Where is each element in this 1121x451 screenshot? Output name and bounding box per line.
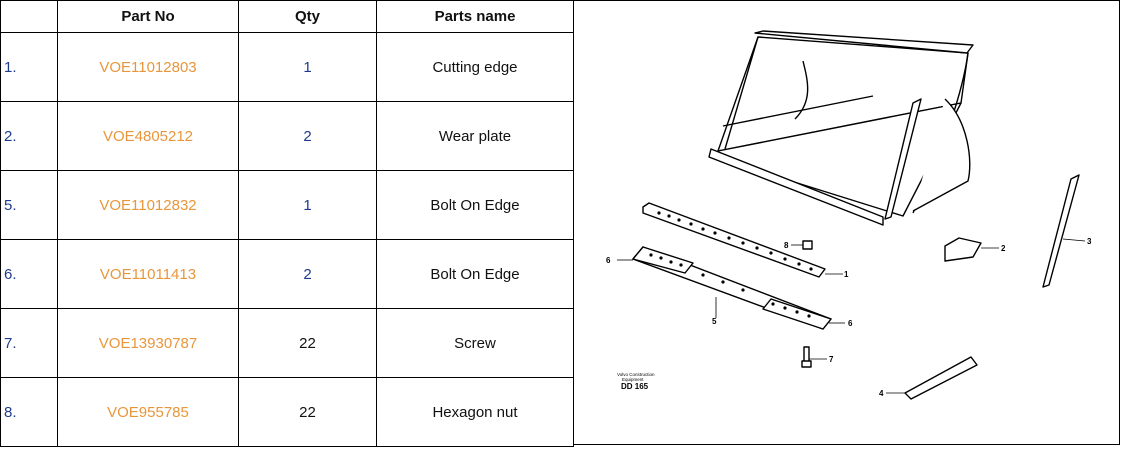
caption-code: DD 165 bbox=[621, 382, 649, 391]
caption-line-2: Equipment bbox=[622, 377, 644, 382]
header-part-no: Part No bbox=[57, 0, 239, 33]
row-index: 5. bbox=[0, 170, 58, 240]
row-index: 7. bbox=[0, 308, 58, 378]
part-number-link[interactable]: VOE955785 bbox=[57, 377, 239, 447]
header-qty: Qty bbox=[238, 0, 377, 33]
row-part-name: Bolt On Edge bbox=[376, 239, 574, 309]
side-wear-strip-illustration bbox=[904, 356, 978, 400]
table-row: 6. VOE11011413 2 Bolt On Edge bbox=[0, 239, 574, 309]
parts-table: Part No Qty Parts name 1. VOE11012803 1 … bbox=[0, 0, 574, 447]
table-row: 8. VOE955785 22 Hexagon nut bbox=[0, 377, 574, 447]
row-qty: 2 bbox=[238, 101, 377, 171]
row-part-name: Wear plate bbox=[376, 101, 574, 171]
caption-line-1: Volvo Construction bbox=[617, 372, 655, 377]
exploded-parts-drawing: 1 2 3 4 5 6 6 7 8 Volvo Construction Equ… bbox=[573, 0, 1120, 445]
row-qty: 1 bbox=[238, 32, 377, 102]
row-index: 8. bbox=[0, 377, 58, 447]
table-row: 5. VOE11012832 1 Bolt On Edge bbox=[0, 170, 574, 240]
row-index: 1. bbox=[0, 32, 58, 102]
callout-label: 3 bbox=[1087, 237, 1092, 246]
row-index: 6. bbox=[0, 239, 58, 309]
row-part-name: Bolt On Edge bbox=[376, 170, 574, 240]
part-number-link[interactable]: VOE11012832 bbox=[57, 170, 239, 240]
bucket-illustration bbox=[708, 30, 974, 226]
row-qty: 22 bbox=[238, 377, 377, 447]
header-parts-name: Parts name bbox=[376, 0, 574, 33]
callout-label: 4 bbox=[879, 389, 884, 398]
callout-label: 5 bbox=[712, 317, 717, 326]
callout-label: 8 bbox=[784, 241, 789, 250]
table-row: 7. VOE13930787 22 Screw bbox=[0, 308, 574, 378]
wear-plate-illustration bbox=[944, 237, 982, 262]
cutting-edge-illustration bbox=[642, 202, 826, 278]
callout-label: 7 bbox=[829, 355, 834, 364]
row-part-name: Screw bbox=[376, 308, 574, 378]
bolt-on-edge-illustration bbox=[632, 246, 832, 330]
callout-label: 1 bbox=[844, 270, 849, 279]
header-index bbox=[0, 0, 58, 33]
callout-label: 2 bbox=[1001, 244, 1006, 253]
drawing-caption: Volvo Construction Equipment DD 165 bbox=[617, 372, 655, 391]
row-qty: 1 bbox=[238, 170, 377, 240]
part-number-link[interactable]: VOE13930787 bbox=[57, 308, 239, 378]
screw-illustration bbox=[801, 346, 812, 368]
row-part-name: Cutting edge bbox=[376, 32, 574, 102]
callout-label: 6 bbox=[606, 256, 611, 265]
row-qty: 22 bbox=[238, 308, 377, 378]
callout-leaders bbox=[617, 238, 1086, 394]
row-index: 2. bbox=[0, 101, 58, 171]
callout-label: 6 bbox=[848, 319, 853, 328]
part-number-link[interactable]: VOE11011413 bbox=[57, 239, 239, 309]
row-part-name: Hexagon nut bbox=[376, 377, 574, 447]
row-qty: 2 bbox=[238, 239, 377, 309]
table-header-row: Part No Qty Parts name bbox=[0, 0, 574, 33]
part-number-link[interactable]: VOE4805212 bbox=[57, 101, 239, 171]
table-row: 2. VOE4805212 2 Wear plate bbox=[0, 101, 574, 171]
table-row: 1. VOE11012803 1 Cutting edge bbox=[0, 32, 574, 102]
side-cutter-illustration bbox=[1042, 174, 1080, 288]
hexagon-nut-illustration bbox=[802, 240, 813, 250]
part-number-link[interactable]: VOE11012803 bbox=[57, 32, 239, 102]
bucket-exploded-view: 1 2 3 4 5 6 6 7 8 Volvo Construction Equ… bbox=[606, 30, 1092, 400]
